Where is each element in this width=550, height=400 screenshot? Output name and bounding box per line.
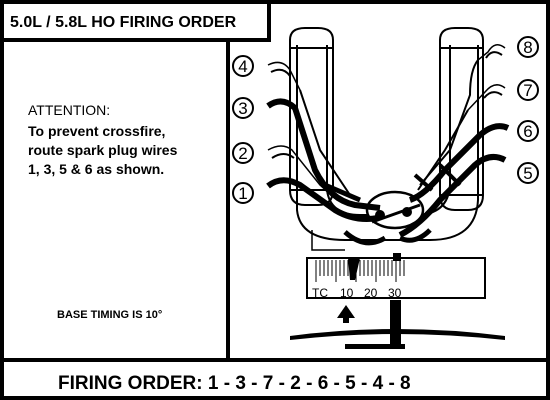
scale-label-20: 20 bbox=[364, 286, 378, 300]
wire-6 bbox=[408, 123, 510, 203]
cylinder-7-label: 7 bbox=[523, 81, 532, 100]
timing-pointer bbox=[348, 258, 360, 280]
cylinder-2-label: 2 bbox=[238, 144, 247, 163]
engine-drawing bbox=[266, 27, 510, 251]
scale-label-10: 10 bbox=[340, 286, 354, 300]
cylinder-8-label-circle bbox=[517, 36, 539, 58]
page-title: 5.0L / 5.8L HO FIRING ORDER bbox=[10, 14, 237, 31]
cylinder-3-label: 3 bbox=[238, 99, 247, 118]
crank-pulley bbox=[290, 300, 505, 349]
cylinder-4-label: 4 bbox=[238, 57, 247, 76]
cylinder-3-label-circle bbox=[232, 97, 254, 119]
cylinder-8-label: 8 bbox=[523, 38, 532, 57]
cylinder-2-label-circle bbox=[232, 142, 254, 164]
timing-arrow-icon bbox=[337, 305, 355, 323]
cylinder-7-label-circle bbox=[517, 79, 539, 101]
cylinder-6-label: 6 bbox=[523, 122, 532, 141]
wire-4 bbox=[267, 61, 301, 91]
title-box bbox=[0, 0, 271, 42]
attention-line-3: 1, 3, 5 & 6 as shown. bbox=[28, 161, 164, 177]
cylinder-6-label-circle bbox=[517, 120, 539, 142]
attention-heading: ATTENTION: bbox=[28, 102, 110, 118]
cylinder-labels: 4 3 2 1 8 7 6 5 bbox=[232, 36, 539, 204]
scale-label-tc: TC bbox=[312, 286, 328, 300]
wire-8 bbox=[477, 44, 506, 61]
wire-1 bbox=[266, 177, 379, 222]
cylinder-4-label-circle bbox=[232, 55, 254, 77]
firing-order-text: FIRING ORDER: 1 - 3 - 7 - 2 - 6 - 5 - 4 … bbox=[58, 373, 411, 394]
cylinder-1-label: 1 bbox=[238, 184, 247, 203]
cylinder-1-label-circle bbox=[232, 182, 254, 204]
base-timing-note: BASE TIMING IS 10° bbox=[57, 309, 162, 321]
wire-7 bbox=[467, 84, 506, 111]
scale-label-30: 30 bbox=[388, 286, 402, 300]
wire-2 bbox=[267, 145, 371, 206]
cylinder-5-label-circle bbox=[517, 162, 539, 184]
attention-line-2: route spark plug wires bbox=[28, 142, 178, 158]
timing-plate: TC 10 20 30 bbox=[306, 253, 486, 300]
attention-line-1: To prevent crossfire, bbox=[28, 123, 165, 139]
cylinder-5-label: 5 bbox=[523, 164, 532, 183]
intake-u-shape bbox=[296, 45, 479, 241]
